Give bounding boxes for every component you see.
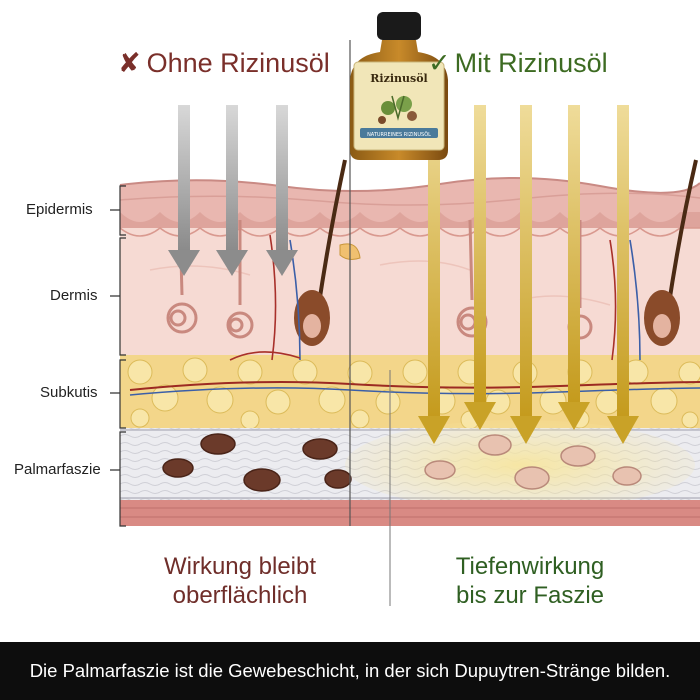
caption-without-oil-line-2: oberflächlich: [172, 582, 308, 609]
grey-arrows: [168, 105, 298, 276]
layer-label-palmar-fascia: Palmarfaszie: [14, 461, 101, 478]
nodules-treated: [424, 434, 642, 490]
layer-label-subcutis: Subkutis: [40, 384, 98, 401]
caption-with-oil-line-2: bis zur Faszie: [455, 582, 605, 609]
gold-arrow: [558, 105, 590, 430]
hair-follicle-right: [644, 159, 698, 346]
dermis-layer: [119, 227, 700, 358]
nodules-untreated: [162, 433, 352, 492]
caption-without-oil-line-1: Wirkung bleibt: [163, 553, 317, 580]
layer-brackets: [110, 185, 126, 527]
grey-arrow: [216, 105, 248, 276]
footer-banner: Die Palmarfaszie ist die Gewebeschicht, …: [0, 642, 700, 700]
grey-arrow: [168, 105, 200, 276]
epidermis-layer: [119, 176, 700, 235]
bottle-band-label: NATURREINES RIZINUSÖL: [367, 131, 431, 138]
caption-with-oil: Tiefenwirkung bis zur Faszie: [420, 552, 640, 610]
bottle-title: Rizinusöl: [370, 72, 427, 85]
castor-oil-bottle: Rizinusöl NATURREINES RIZINUSÖL: [350, 12, 448, 160]
gold-arrow: [607, 105, 639, 444]
heading-without-oil-label: Ohne Rizinusöl: [146, 48, 330, 78]
gold-arrow: [418, 105, 450, 444]
caption-without-oil: Wirkung bleibt oberflächlich: [130, 552, 350, 610]
grey-arrow: [266, 105, 298, 276]
palmar-fascia-layer: [120, 420, 700, 510]
heading-with-oil: ✓Mit Rizinusöl: [428, 48, 608, 79]
gold-arrows: [418, 105, 639, 444]
layer-label-epidermis: Epidermis: [26, 201, 93, 218]
footer-text: Die Palmarfaszie ist die Gewebeschicht, …: [29, 660, 671, 681]
layer-label-dermis: Dermis: [50, 287, 98, 304]
heading-without-oil: ✘Ohne Rizinusöl: [118, 48, 330, 79]
cross-icon: ✘: [118, 48, 141, 78]
gold-arrow: [464, 105, 496, 430]
deep-tissue-layer: [120, 500, 700, 526]
subcutis-layer: [120, 355, 700, 430]
caption-with-oil-line-1: Tiefenwirkung: [455, 553, 605, 580]
gold-arrow: [510, 105, 542, 444]
heading-with-oil-label: Mit Rizinusöl: [454, 48, 608, 78]
check-icon: ✓: [428, 48, 451, 78]
